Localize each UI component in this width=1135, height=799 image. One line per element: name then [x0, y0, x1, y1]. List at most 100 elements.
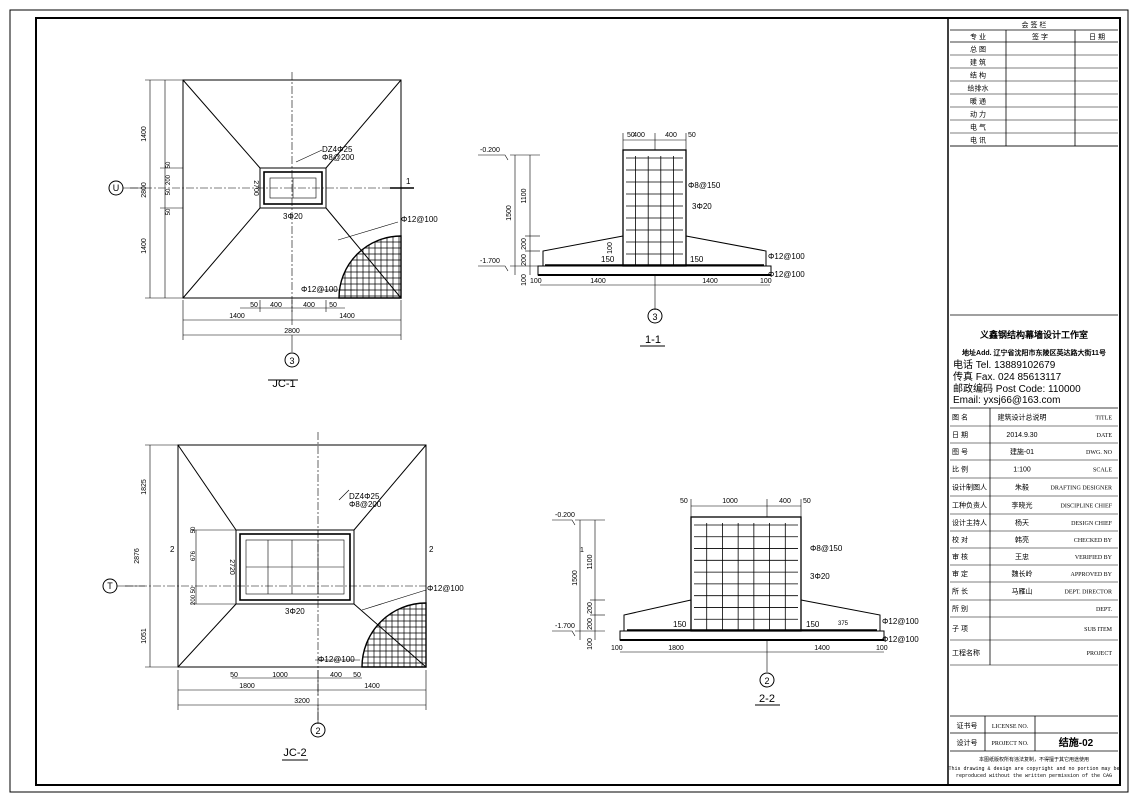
s11-dim-v-4: 100 [521, 274, 528, 286]
license-label-en: LICENSE NO. [992, 724, 1029, 730]
jc1-note-mesh-b: Φ12@100 [301, 285, 338, 294]
tb-value-4: 朱毅 [1015, 483, 1029, 492]
s11-note-stirrup: Φ8@150 [688, 181, 721, 190]
jc1-note-mesh-r: Φ12@100 [401, 215, 438, 224]
jc2-dim-left-top: 1825 [141, 479, 148, 495]
s22-dim-bot-3: 100 [876, 645, 888, 652]
tb-label-2: 图 号 [952, 448, 968, 456]
cs-header-discipline: 专 业 [970, 32, 986, 41]
s11-dim-top-3: 50 [688, 132, 696, 139]
s11-note-v: 100 [607, 242, 614, 254]
tb-en-11: DEPT. [1096, 607, 1113, 613]
jc1-dim-top-0: 50 [250, 302, 258, 309]
s22-left-mark: 1 [580, 547, 584, 554]
jc2-section-mark-l: 2 [170, 545, 175, 554]
tb-en-10: DEPT. DIRECTOR [1065, 590, 1112, 596]
license-label-cn: 证书号 [957, 721, 978, 730]
s11-elev-bot: -1.700 [480, 258, 500, 265]
jc1-dim-bottom-0: 1400 [229, 313, 245, 320]
tb-value-5: 李晓光 [1012, 501, 1033, 510]
tb-en-0: TITLE [1095, 416, 1112, 422]
s22-ledge-r2: 375 [838, 621, 849, 627]
tb-en-7: CHECKED BY [1074, 538, 1113, 544]
jc2-dim-top-2: 400 [330, 672, 342, 679]
s22-dim-bot-2: 1400 [814, 645, 830, 652]
s22-dim-v-2: 200 [587, 602, 594, 614]
company-block: 义鑫钢结构幕墙设计工作室 地址Add. 辽宁省沈阳市东陵区英达路大街11号 电话… [950, 314, 1118, 409]
cs-row-3: 给排水 [968, 84, 989, 93]
tb-en-4: DRAFTING DESIGNER [1051, 486, 1113, 492]
tb-value-2: 建施-01 [1010, 447, 1034, 456]
s11-ledge-l: 150 [601, 255, 615, 264]
copyright-en-2: reproduced without the written permissio… [956, 773, 1112, 779]
company-tel: 电话 Tel. 13889102679 [953, 358, 1056, 371]
s11-elev-top: -0.200 [480, 147, 500, 154]
jc1-dim-top-2: 400 [303, 302, 315, 309]
s22-elev-top: -0.200 [555, 512, 575, 519]
jc1-plan [108, 72, 414, 381]
jc2-dim-small-2: 50 [191, 586, 197, 593]
tb-label-3: 比 例 [952, 465, 968, 474]
jc2-dim-top-1: 1000 [272, 672, 288, 679]
jc1-axis-bottom: 3 [289, 356, 294, 366]
jc1-axis-left: U [113, 183, 120, 193]
s11-dim-top-0: 50 [627, 132, 635, 139]
tb-value-9: 魏长岭 [1012, 569, 1033, 578]
s11-dim-top-2: 400 [665, 132, 677, 139]
jc1-dim-bottom-1: 1400 [339, 313, 355, 320]
jc2-dim-small-1: 676 [191, 550, 197, 561]
section-2-2 [552, 499, 885, 706]
tb-label-0: 图 名 [952, 413, 968, 422]
cs-row-4: 暖 通 [970, 97, 986, 106]
s22-ledge-r: 150 [806, 620, 820, 629]
s22-dim-top-2: 400 [779, 498, 791, 505]
company-name: 义鑫钢结构幕墙设计工作室 [979, 329, 1088, 340]
company-fax: 传真 Fax. 024 85613117 [953, 370, 1062, 383]
jc2-dim-small-0: 50 [191, 526, 197, 533]
jc2-labels: T 2 2 2 DZ4Φ25 Φ8@200 3Φ20 Φ12@100 Φ12@1… [107, 479, 464, 759]
s22-ledge-l: 150 [673, 620, 687, 629]
s11-note-mesh-2: Φ12@100 [768, 270, 805, 279]
jc2-note-mesh-r: Φ12@100 [427, 584, 464, 593]
s11-dim-bot-3: 100 [760, 278, 772, 285]
tb-label-5: 工种负责人 [952, 501, 987, 510]
s11-dim-v-2: 200 [521, 238, 528, 250]
tb-en-5: DISCIPLINE CHIEF [1060, 504, 1112, 510]
s22-note-mesh-1: Φ12@100 [882, 617, 919, 626]
outer-border [9, 9, 1129, 793]
s11-dim-v-1: 1500 [506, 205, 513, 221]
tb-label-4: 设计制图人 [952, 483, 987, 492]
tb-en-3: SCALE [1093, 468, 1112, 474]
jc2-plan [102, 432, 427, 761]
project-label-cn: 设计号 [957, 738, 978, 747]
copyright-en-1: This drawing & design are copyright and … [948, 766, 1119, 772]
s22-dim-top-1: 1000 [722, 498, 738, 505]
s11-dim-bot-2: 1400 [702, 278, 718, 285]
jc1-dim-small-1: 200 [166, 174, 172, 185]
s11-note-mesh-1: Φ12@100 [768, 252, 805, 261]
jc2-dim-total: 3200 [294, 698, 310, 705]
s11-dim-top-1: 400 [633, 132, 645, 139]
tb-value-8: 王忠 [1015, 553, 1029, 561]
cs-row-2: 结 构 [970, 71, 986, 80]
jc1-dim-left-bottom: 1400 [141, 238, 148, 254]
tb-value-3: 1:100 [1013, 467, 1031, 474]
tb-value-0: 建筑设计总说明 [998, 413, 1047, 422]
jc2-section-mark-r: 2 [429, 545, 434, 554]
sheet-number: 结施-02 [1059, 736, 1094, 749]
jc2-dim-left-bottom: 1051 [141, 628, 148, 644]
jc1-note-stirrup: Φ8@200 [322, 153, 355, 162]
s11-dim-v-3: 200 [521, 254, 528, 266]
tb-label-11: 所 别 [952, 604, 968, 613]
cs-header-sign: 签 字 [1032, 32, 1048, 41]
cs-row-1: 建 筑 [970, 58, 986, 67]
s11-dim-bot-1: 1400 [590, 278, 606, 285]
jc1-title: JC-1 [272, 378, 295, 390]
tb-label-10: 所 长 [952, 587, 968, 596]
jc1-note-col: 3Φ20 [283, 212, 303, 221]
tb-en-13: PROJECT [1087, 651, 1113, 657]
copyright-cn: 本图纸版权所有违法复制，不得擅于其它用途使用 [979, 756, 1089, 763]
s11-dim-v-0: 1100 [521, 188, 528, 203]
